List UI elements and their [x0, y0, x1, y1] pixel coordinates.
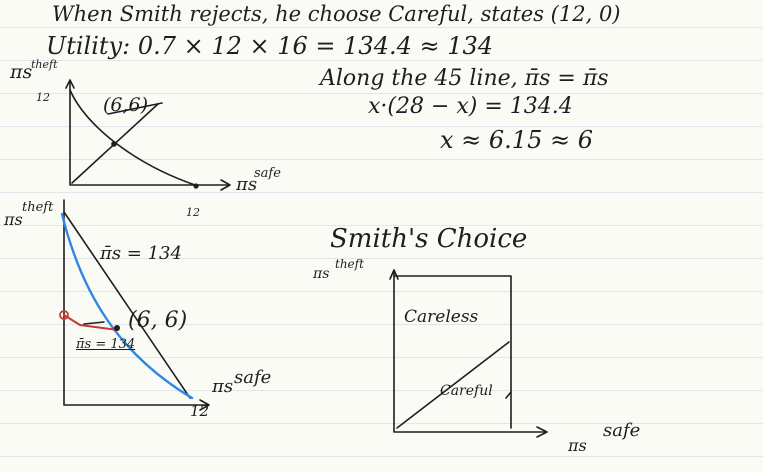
rule-line: [0, 357, 763, 358]
rule-line: [0, 324, 763, 325]
graph2-y-sup: theft: [22, 200, 54, 215]
graph3-tick: [505, 391, 512, 399]
graph3-box: [393, 275, 512, 429]
rule-line: [0, 258, 763, 259]
graph3-y-label: πs: [313, 266, 330, 282]
graph1-y-sup: theft: [31, 58, 58, 71]
graph3-region-careless: Careless: [404, 307, 479, 327]
note-line-4: x·(28 − x) = 134.4: [368, 94, 573, 119]
graph1-y-tick: 12: [36, 91, 50, 104]
rule-line: [0, 192, 763, 193]
graph1-x-tick: 12: [186, 206, 200, 219]
graph2-axes: [63, 199, 209, 406]
graph3-title: Smith's Choice: [330, 224, 528, 254]
graph1-point: [111, 141, 117, 147]
graph2-red-label: π̄s = 134: [76, 337, 136, 352]
note-line-5: x ≈ 6.15 ≈ 6: [440, 126, 593, 154]
graph2-dash: [83, 321, 105, 325]
graph3-diagonal: [396, 341, 510, 429]
rule-line: [0, 60, 763, 61]
graph3-x-sup: safe: [603, 420, 641, 441]
rule-line: [0, 27, 763, 28]
graph2-point: [114, 325, 120, 331]
rule-line: [0, 159, 763, 160]
note-line-2: Utility: 0.7 × 12 × 16 = 134.4 ≈ 134: [46, 32, 494, 60]
graph3-x-label: πs: [568, 436, 587, 455]
graph2-curve-label: π̄s = 134: [100, 243, 182, 264]
graph2-x-tick: 12: [190, 402, 210, 420]
graph2-x-sup: safe: [234, 367, 272, 388]
graph1-axes: [69, 81, 229, 186]
graph1-x-sup: safe: [254, 166, 281, 181]
note-line-1: When Smith rejects, he choose Careful, s…: [52, 2, 621, 26]
graph2-x-label: πs: [212, 376, 234, 397]
graph2-blue-curve: [60, 212, 194, 400]
rule-line: [0, 93, 763, 94]
graph2-budget-line: [63, 211, 191, 399]
rule-line: [0, 126, 763, 127]
graph3-y-sup: theft: [335, 257, 364, 271]
rule-line: [0, 291, 763, 292]
graph1-x-label: πs: [236, 174, 258, 195]
rule-line: [0, 390, 763, 391]
graph1-point-label: (6,6): [103, 94, 149, 116]
graph3-x-arrow: [536, 426, 548, 438]
graph3-axes: [393, 271, 546, 433]
rule-line: [0, 225, 763, 226]
graph2-x-arrow: [199, 399, 210, 411]
graph2-red-line: [63, 314, 119, 331]
graph2-point-label: (6, 6): [128, 308, 188, 333]
rule-line: [0, 456, 763, 457]
graph3-region-careful: Careful: [440, 383, 493, 399]
rule-line: [0, 423, 763, 424]
graph2-red-point: [59, 310, 69, 320]
graph2-y-label: πs: [4, 210, 23, 229]
graph1-y-arrow: [65, 79, 75, 89]
graph1-x-arrow: [220, 179, 231, 191]
note-line-3: Along the 45 line, π̄s = π̄s: [320, 66, 609, 91]
graph1-label-pointer: [107, 102, 163, 115]
graph1-y-label: πs: [10, 61, 33, 83]
graph1-x-point: [193, 183, 199, 189]
